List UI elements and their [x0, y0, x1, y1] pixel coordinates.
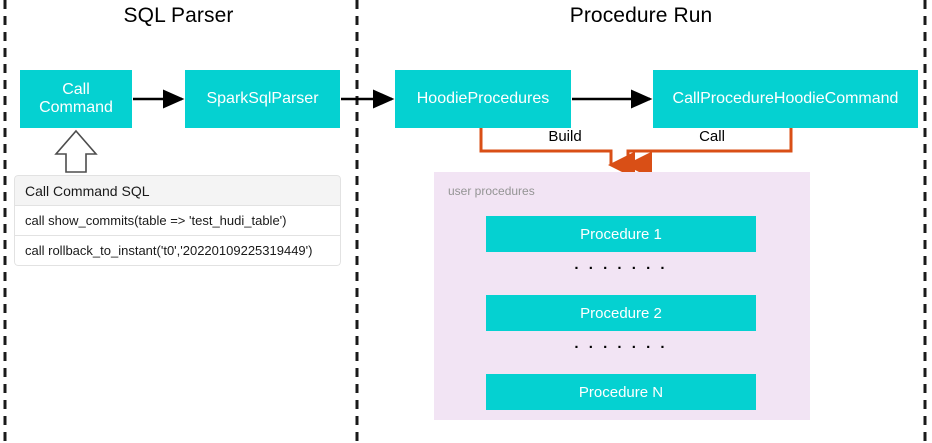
sql-statement-row[interactable]: call show_commits(table => 'test_hudi_ta… [14, 206, 341, 236]
user-procedures-panel: user procedures Procedure 1 . . . . . . … [434, 172, 810, 420]
sql-statement-row[interactable]: call rollback_to_instant('t0','202201092… [14, 236, 341, 266]
procedure-item[interactable]: Procedure 2 [486, 295, 756, 331]
call-command-sql-card: Call Command SQL call show_commits(table… [14, 175, 341, 266]
hollow-up-arrow-icon [54, 129, 98, 173]
node-hoodie-procedures-label: HoodieProcedures [416, 90, 550, 108]
node-call-command-label-line1: Call [62, 81, 90, 99]
procedure-item[interactable]: Procedure 1 [486, 216, 756, 252]
section-title-procedure-run: Procedure Run [569, 4, 713, 27]
node-hoodie-procedures[interactable]: HoodieProcedures [395, 70, 571, 128]
node-call-procedure-hoodie-command[interactable]: CallProcedureHoodieCommand [653, 70, 918, 128]
procedures-ellipsis: . . . . . . . [574, 335, 668, 352]
procedure-item[interactable]: Procedure N [486, 374, 756, 410]
node-call-command[interactable]: Call Command [20, 70, 132, 128]
call-command-sql-card-header: Call Command SQL [14, 175, 341, 206]
node-spark-sql-parser-label: SparkSqlParser [206, 90, 319, 108]
edge-label-call: Call [699, 128, 725, 145]
procedures-ellipsis: . . . . . . . [574, 256, 668, 273]
node-spark-sql-parser[interactable]: SparkSqlParser [185, 70, 340, 128]
node-call-command-label-line2: Command [39, 99, 113, 116]
node-call-procedure-hoodie-command-label: CallProcedureHoodieCommand [672, 90, 899, 108]
section-title-sql-parser: SQL Parser [123, 4, 234, 27]
edge-label-build: Build [548, 128, 582, 145]
user-procedures-panel-label: user procedures [448, 184, 535, 198]
